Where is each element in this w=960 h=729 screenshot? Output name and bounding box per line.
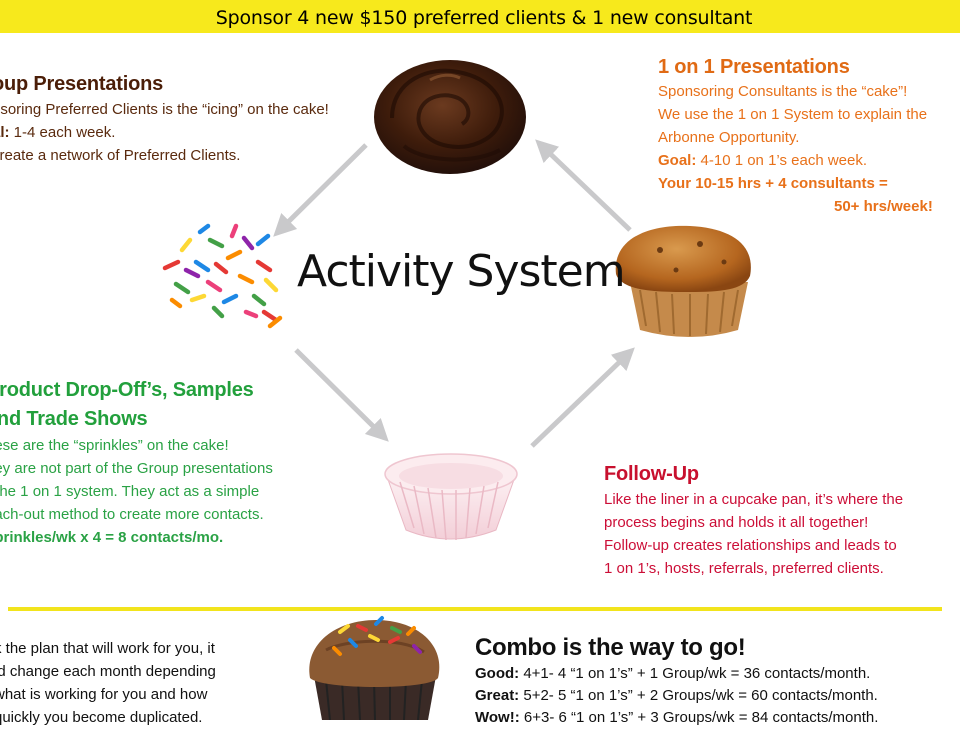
arrow-muffin-to-frosting (535, 139, 632, 232)
product-heading-1: Product Drop-Off’s, Samples (0, 379, 254, 401)
product-line-5: sprinkles/wk x 4 = 8 contacts/mo. (0, 526, 273, 549)
follow-up-line-4: 1 on 1’s, hosts, referrals, preferred cl… (604, 560, 884, 577)
product-line-4: each-out method to create more contacts. (0, 506, 264, 523)
plan-note-block: k the plan that will work for you, it ld… (0, 637, 216, 729)
muffin-icon (615, 225, 751, 337)
group-line-3: create a network of Preferred Clients. (0, 147, 241, 164)
product-line-3: r the 1 on 1 system. They act as a simpl… (0, 483, 260, 500)
follow-up-line-2: process begins and holds it all together… (604, 514, 869, 531)
arrow-frosting-to-sprinkles (273, 143, 368, 237)
one-on-one-goal-label: Goal: (658, 152, 697, 169)
one-on-one-goal-text: 4-10 1 on 1’s each week. (696, 152, 868, 169)
plan-note-line-2: ld change each month depending (0, 663, 216, 680)
plan-note-line-1: k the plan that will work for you, it (0, 640, 215, 657)
one-on-one-hours: Your 10-15 hrs + 4 consultants = (658, 175, 888, 192)
one-on-one-line-6: 50+ hrs/week! (658, 195, 933, 218)
one-on-one-heading: 1 on 1 Presentations (658, 56, 850, 78)
banner-text: Sponsor 4 new $150 preferred clients & 1… (215, 7, 753, 29)
group-goal-text: 1-4 each week. (9, 124, 116, 141)
follow-up-line-3: Follow-up creates relationships and lead… (604, 537, 897, 554)
product-line-2: hey are not part of the Group presentati… (0, 460, 273, 477)
combo-heading: Combo is the way to go! (475, 634, 746, 661)
follow-up-heading: Follow-Up (604, 463, 699, 485)
group-presentations-heading: oup Presentations (0, 73, 164, 95)
plan-note-line-3: what is working for you and how (0, 686, 208, 703)
one-on-one-line-1: Sponsoring Consultants is the “cake”! (658, 83, 908, 100)
one-on-one-goal: Goal: 4-10 1 on 1’s each week. (658, 149, 933, 172)
section-divider (8, 607, 942, 611)
product-line-1: hese are the “sprinkles” on the cake! (0, 437, 229, 454)
combo-great-text: 5+2- 5 “1 on 1’s” + 2 Groups/wk = 60 con… (519, 687, 878, 704)
one-on-one-block: 1 on 1 Presentations Sponsoring Consulta… (658, 55, 933, 218)
top-banner: Sponsor 4 new $150 preferred clients & 1… (0, 0, 960, 33)
combo-great: Great: 5+2- 5 “1 on 1’s” + 2 Groups/wk =… (475, 685, 878, 707)
one-on-one-line-3: Arbonne Opportunity. (658, 129, 800, 146)
group-line-2: al: 1-4 each week. (0, 121, 329, 144)
one-on-one-total: 50+ hrs/week! (834, 198, 933, 215)
frosting-swirl-icon (374, 60, 526, 174)
plan-note-line-4: quickly you become duplicated. (0, 709, 203, 726)
combo-good-text: 4+1- 4 “1 on 1’s” + 1 Group/wk = 36 cont… (519, 665, 871, 682)
follow-up-block: Follow-Up Like the liner in a cupcake pa… (604, 462, 903, 580)
diagram-title: Activity System (297, 246, 626, 297)
follow-up-line-1: Like the liner in a cupcake pan, it’s wh… (604, 491, 904, 508)
combo-wow-label: Wow!: (475, 709, 520, 726)
combo-wow: Wow!: 6+3- 6 “1 on 1’s” + 3 Groups/wk = … (475, 707, 878, 729)
one-on-one-line-5: Your 10-15 hrs + 4 consultants = (658, 172, 933, 195)
group-goal-label: al: (0, 124, 10, 141)
product-contacts: sprinkles/wk x 4 = 8 contacts/mo. (0, 529, 224, 546)
combo-block: Combo is the way to go! Good: 4+1- 4 “1 … (475, 633, 878, 729)
cupcake-icon (309, 616, 440, 720)
combo-great-label: Great: (475, 687, 520, 704)
arrow-sprinkles-to-liner (294, 348, 389, 442)
group-presentations-block: oup Presentations nsoring Preferred Clie… (0, 72, 329, 167)
product-dropoff-block: Product Drop-Off’s, Samples and Trade Sh… (0, 376, 273, 549)
cupcake-liner-icon (384, 453, 518, 541)
sprinkles-icon (162, 223, 283, 329)
product-heading-2: and Trade Shows (0, 408, 148, 430)
combo-good: Good: 4+1- 4 “1 on 1’s” + 1 Group/wk = 3… (475, 663, 878, 685)
combo-good-label: Good: (475, 665, 520, 682)
combo-wow-text: 6+3- 6 “1 on 1’s” + 3 Groups/wk = 84 con… (519, 709, 879, 726)
arrow-liner-to-muffin (530, 347, 635, 448)
one-on-one-line-2: We use the 1 on 1 System to explain the (658, 106, 928, 123)
group-line-1: nsoring Preferred Clients is the “icing”… (0, 101, 329, 118)
